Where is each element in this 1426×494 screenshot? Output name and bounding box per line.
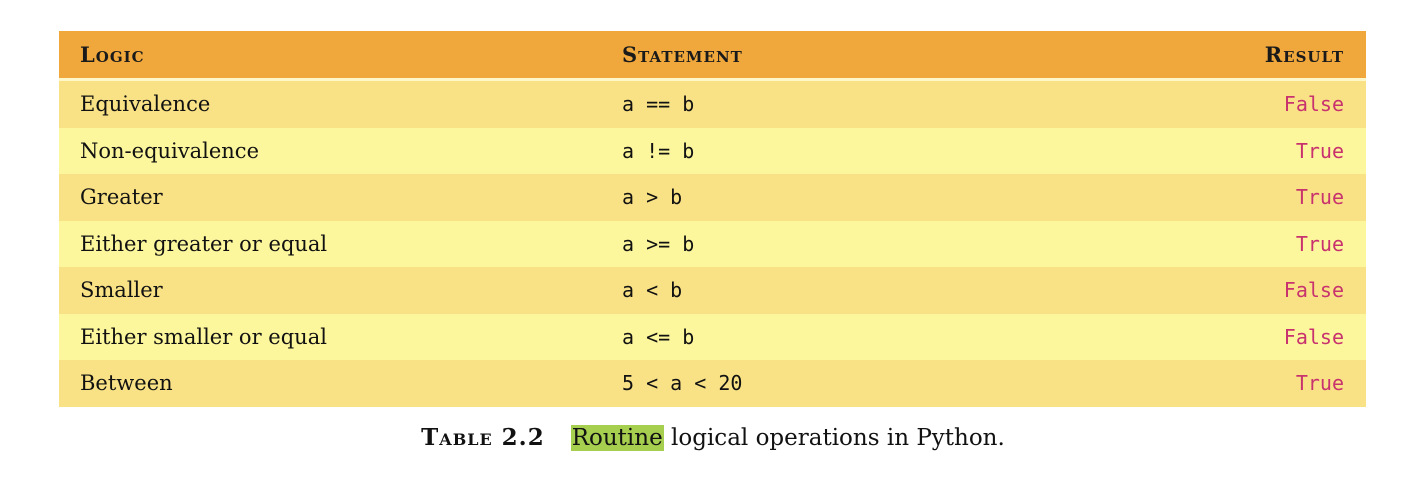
row-logic: Smaller [80,278,163,303]
table-row: Either greater or equal a >= b True [59,220,1366,267]
caption-label: Table 2.2 [421,424,545,451]
row-statement: a != b [622,138,695,163]
row-statement: a >= b [622,231,695,256]
table-row: Non-equivalence a != b True [59,127,1366,174]
caption-text: logical operations in Python. [663,425,1005,451]
row-statement: a == b [622,92,695,117]
row-statement: a > b [622,185,683,210]
row-logic: Equivalence [80,92,211,117]
header-divider [59,78,1366,81]
table-row: Greater a > b True [59,174,1366,221]
row-result: False [1283,324,1344,349]
row-statement: a <= b [622,324,695,349]
row-logic: Either greater or equal [80,231,328,256]
table-header: Logic Statement Result [59,31,1366,78]
table-caption: Table 2.2 Routine logical operations in P… [0,424,1426,451]
table-row: Equivalence a == b False [59,81,1366,128]
caption-highlighted-word: Routine [570,425,664,451]
row-result: True [1295,231,1344,256]
row-logic: Between [80,371,173,396]
table-row: Between 5 < a < 20 True [59,360,1366,407]
logic-table: Logic Statement Result Equivalence a == … [59,31,1366,407]
row-statement: a < b [622,278,683,303]
row-result: False [1283,278,1344,303]
row-statement: 5 < a < 20 [622,371,743,396]
row-logic: Non-equivalence [80,138,259,163]
row-logic: Either smaller or equal [80,324,327,349]
header-statement: Statement [622,42,743,67]
row-result: True [1295,138,1344,163]
row-result: True [1295,371,1344,396]
row-logic: Greater [80,185,163,210]
row-result: True [1295,185,1344,210]
header-logic: Logic [80,42,145,67]
row-result: False [1283,92,1344,117]
table-row: Either smaller or equal a <= b False [59,313,1366,360]
table-row: Smaller a < b False [59,267,1366,314]
header-result: Result [1264,42,1344,67]
